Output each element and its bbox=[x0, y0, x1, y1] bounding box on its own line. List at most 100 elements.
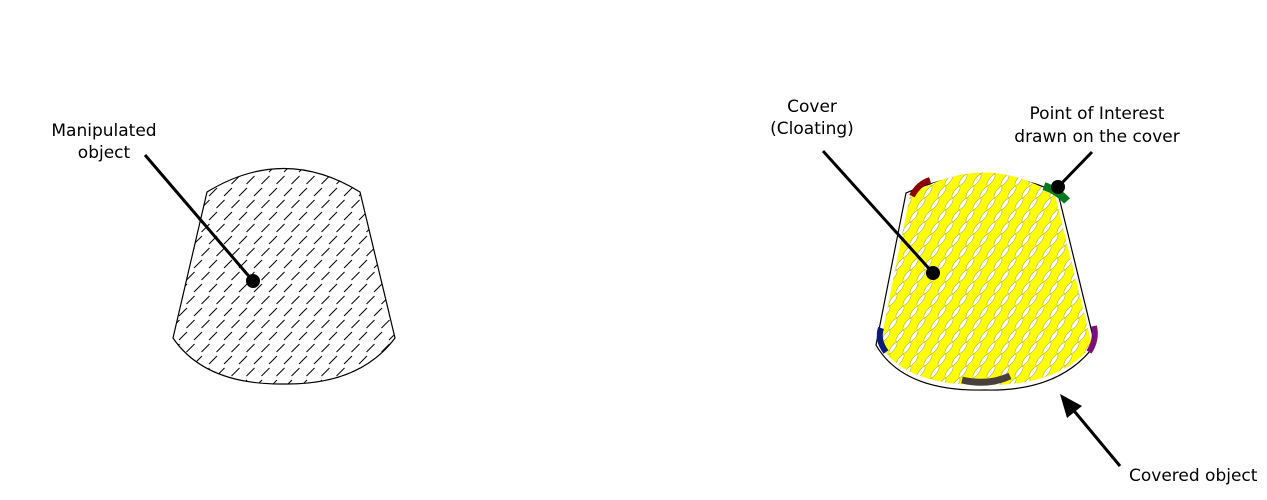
cover-hatch-mark bbox=[986, 246, 996, 258]
cover-hatch-mark bbox=[923, 330, 933, 342]
hatch-mark bbox=[328, 168, 338, 173]
hatch-mark bbox=[321, 367, 330, 377]
hatch-mark bbox=[358, 168, 368, 173]
hatch-mark bbox=[253, 211, 263, 221]
hatch-mark bbox=[283, 355, 293, 365]
hatch-mark bbox=[246, 319, 255, 329]
cover-hatch-mark bbox=[880, 366, 884, 378]
cover-hatch-mark bbox=[979, 186, 989, 198]
cover-hatch-mark bbox=[1007, 186, 1017, 198]
cover-hatch-mark bbox=[951, 282, 961, 294]
hatch-mark bbox=[343, 355, 353, 365]
cover-hatch-mark bbox=[965, 258, 975, 270]
hatch-mark bbox=[208, 168, 218, 173]
cover-hatch-mark bbox=[951, 172, 961, 174]
cover-hatch-mark bbox=[993, 282, 1003, 294]
cover-hatch-mark bbox=[993, 234, 1003, 246]
hatch-mark bbox=[261, 319, 270, 329]
hatch-mark bbox=[246, 175, 255, 185]
cover-hatch-mark bbox=[867, 378, 878, 391]
cover-hatch-mark bbox=[993, 258, 1003, 270]
cover-hatch-mark bbox=[958, 342, 968, 354]
cover-hatch-mark bbox=[1014, 366, 1024, 378]
cover-hatch-mark bbox=[951, 186, 961, 198]
cover-hatch-mark bbox=[895, 186, 905, 198]
hatch-mark bbox=[276, 367, 285, 377]
hatch-mark bbox=[313, 259, 323, 269]
hatch-mark bbox=[388, 331, 395, 341]
cover-hatch-mark bbox=[958, 366, 968, 378]
hatch-mark bbox=[306, 247, 315, 257]
hatch-mark bbox=[261, 175, 270, 185]
hatch-mark bbox=[306, 271, 315, 281]
hatch-mark bbox=[246, 343, 255, 353]
hatch-mark bbox=[193, 187, 203, 197]
hatch-mark bbox=[238, 283, 248, 293]
cover-hatch-mark bbox=[1028, 366, 1038, 378]
hatch-mark bbox=[373, 168, 383, 173]
hatch-mark bbox=[328, 307, 338, 317]
hatch-mark bbox=[193, 307, 203, 317]
cover-hatch-mark bbox=[1077, 186, 1087, 198]
cover-hatch-mark bbox=[944, 270, 954, 282]
cover-hatch-mark bbox=[909, 378, 919, 386]
cover-hatch-mark bbox=[958, 270, 968, 282]
cover-hatch-mark bbox=[1091, 354, 1092, 366]
hatch-mark bbox=[373, 187, 383, 197]
cover-hatch-mark bbox=[979, 258, 989, 270]
cover-hatch-mark bbox=[986, 366, 996, 378]
cover-hatch-mark bbox=[958, 198, 968, 210]
cover-hatch-mark bbox=[1049, 258, 1059, 270]
poi-marker-right bbox=[1086, 325, 1098, 354]
cover-hatch-mark bbox=[1049, 330, 1059, 342]
poi-label-line1: Point of Interest bbox=[1030, 104, 1165, 124]
cover-hatch-mark bbox=[895, 330, 905, 342]
hatch-mark bbox=[216, 343, 225, 353]
cover-hatch-mark bbox=[1077, 330, 1087, 342]
cover-hatch-mark bbox=[944, 294, 954, 306]
cover-hatch-mark bbox=[909, 354, 919, 366]
cover-hatch-mark bbox=[930, 246, 940, 258]
cover-hatch-mark bbox=[888, 318, 898, 330]
cover-hatch-mark bbox=[909, 282, 919, 294]
hatch-mark bbox=[343, 259, 353, 269]
cover-hatch-mark bbox=[1084, 366, 1092, 378]
cover-hatch-mark bbox=[1000, 198, 1010, 210]
hatch-mark bbox=[336, 223, 345, 233]
cover-hatch-mark bbox=[909, 306, 919, 318]
cover-hatch-mark bbox=[979, 306, 989, 318]
hatch-mark bbox=[328, 379, 338, 385]
cover-hatch-mark bbox=[937, 210, 947, 222]
cover-hatch-mark bbox=[1014, 222, 1024, 234]
cover-hatch-mark bbox=[986, 342, 996, 354]
cover-hatch-mark bbox=[1021, 186, 1031, 198]
cover-hatch-mark bbox=[944, 318, 954, 330]
hatch-mark bbox=[336, 295, 345, 305]
cover-hatch-mark bbox=[902, 174, 912, 186]
cover-hatch-mark bbox=[972, 318, 982, 330]
hatch-mark bbox=[381, 247, 390, 257]
cover-hatch-mark bbox=[1042, 246, 1052, 258]
cover-hatch-mark bbox=[1084, 246, 1092, 258]
hatch-mark bbox=[351, 271, 360, 281]
hatch-pattern bbox=[173, 168, 395, 385]
hatch-mark bbox=[246, 199, 255, 209]
cover-hatch-mark bbox=[1028, 246, 1038, 258]
hatch-mark bbox=[246, 367, 255, 377]
cover-hatch-mark bbox=[1042, 294, 1052, 306]
cover-hatch-mark bbox=[902, 318, 912, 330]
hatch-mark bbox=[381, 367, 390, 377]
hatch-mark bbox=[351, 199, 360, 209]
hatch-mark bbox=[178, 211, 188, 221]
hatch-mark bbox=[291, 295, 300, 305]
cover-hatch-mark bbox=[986, 270, 996, 282]
cover-hatch-mark bbox=[902, 270, 912, 282]
hatch-mark bbox=[178, 355, 188, 365]
cover-hatch-mark bbox=[1091, 306, 1092, 318]
hatch-mark bbox=[231, 199, 240, 209]
cover-pointer-dot bbox=[926, 266, 940, 280]
hatch-mark bbox=[366, 271, 375, 281]
cover-hatch-mark bbox=[1070, 342, 1080, 354]
cover-hatch-mark bbox=[888, 366, 898, 378]
